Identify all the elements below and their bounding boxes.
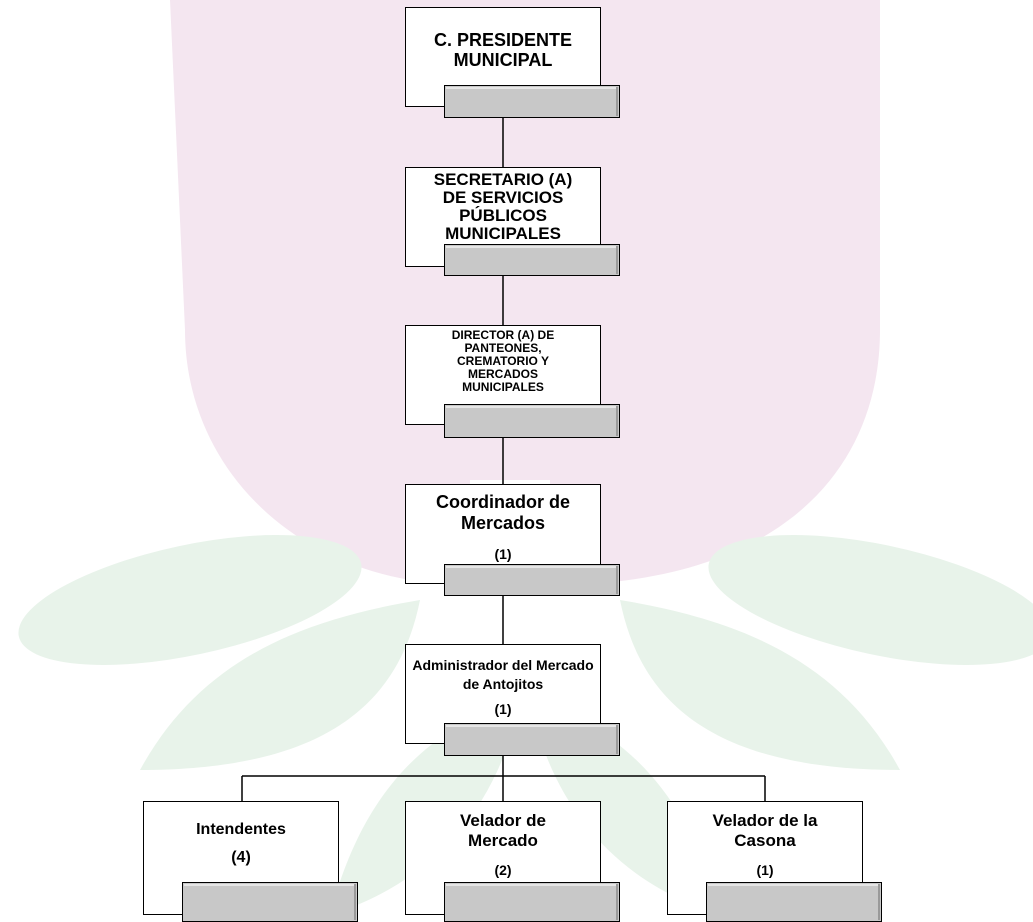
node-administrator-title: Administrador del Mercado de Antojitos: [412, 657, 594, 692]
logo-green-leaf-left-outer: [18, 535, 362, 665]
node-director-bar: [444, 404, 620, 438]
node-casona-watchman-bar: [706, 882, 882, 922]
node-coordinator-count: (1): [494, 546, 512, 562]
node-casona-watchman-count: (1): [756, 862, 774, 878]
node-president-bar: [444, 85, 620, 118]
node-president-title: C. PRESIDENTE MUNICIPAL: [433, 30, 573, 70]
node-director-title: DIRECTOR (A) DE PANTEONES, CREMATORIO Y …: [451, 328, 555, 394]
logo-green-leaf-right-outer: [708, 535, 1033, 665]
node-administrator-bar: [444, 723, 620, 756]
node-janitors-bar: [182, 882, 358, 922]
node-coordinator-bar: [444, 564, 620, 596]
logo-green-leaf-left-inner: [140, 600, 420, 770]
node-janitors-count: (4): [231, 849, 251, 866]
node-administrator-count: (1): [494, 701, 512, 717]
node-secretary-title: SECRETARIO (A) DE SERVICIOS PÚBLICOS MUN…: [433, 170, 573, 243]
node-market-watchman-count: (2): [494, 862, 512, 878]
logo-green-leaf-right-inner: [620, 600, 900, 770]
node-secretary-bar: [444, 244, 620, 276]
node-market-watchman-bar: [444, 882, 620, 922]
node-coordinator-title: Coordinador de Mercados: [436, 492, 570, 533]
node-casona-watchman-title: Velador de la Casona: [712, 811, 818, 850]
logo-pink-arch: [170, 0, 880, 585]
node-janitors-title: Intendentes: [196, 821, 286, 838]
node-market-watchman-title: Velador de Mercado: [460, 811, 546, 850]
